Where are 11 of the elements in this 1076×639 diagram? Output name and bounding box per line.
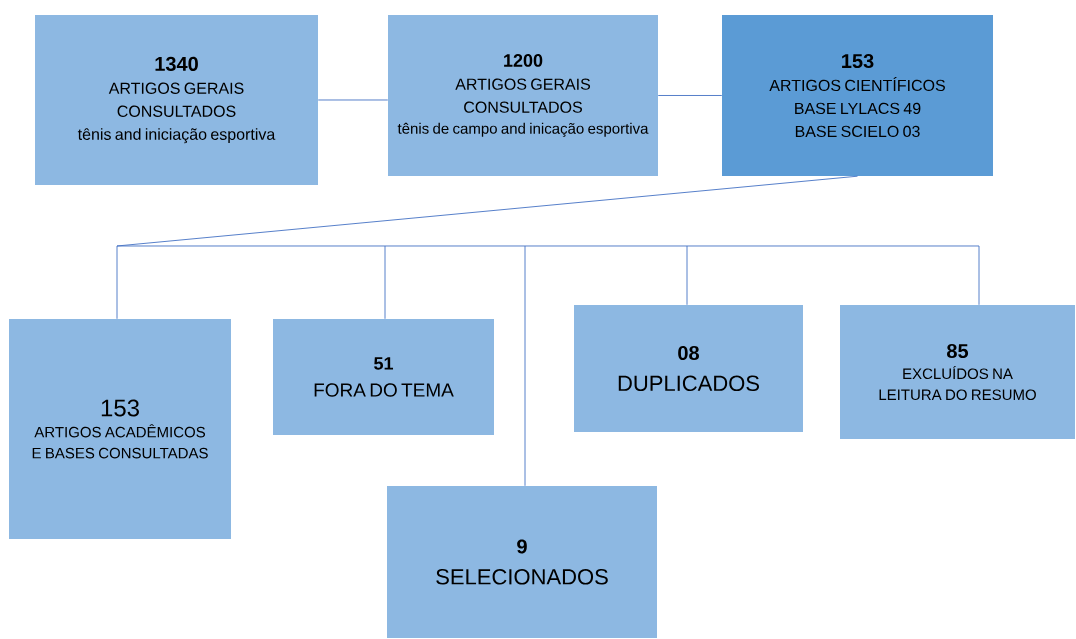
process-box: 9 SELECIONADOS [387,486,657,638]
connector-line [116,175,980,487]
process-box: 51 FORA DO TEMA [273,319,494,435]
process-box: 153 ARTIGOS ACADÊMICOS E BASES CONSULTADAS [9,319,231,539]
process-box: 1200 ARTIGOS GERAIS CONSULTADOS tênis de campo and inicação esportiva [388,15,658,176]
process-box: 85 EXCLUÍDOS NA LEITURA DO RESUMO [840,305,1075,439]
process-box: 1340 ARTIGOS GERAIS CONSULTADOS tênis and iniciação esportiva [35,15,318,185]
connector-line [657,95,723,96]
connector-line [317,99,389,101]
process-box: 153 ARTIGOS CIENTÍFICOS BASE LYLACS 49 BASE SCIELO 03 [722,15,993,176]
process-box: 08 DUPLICADOS [574,305,803,432]
